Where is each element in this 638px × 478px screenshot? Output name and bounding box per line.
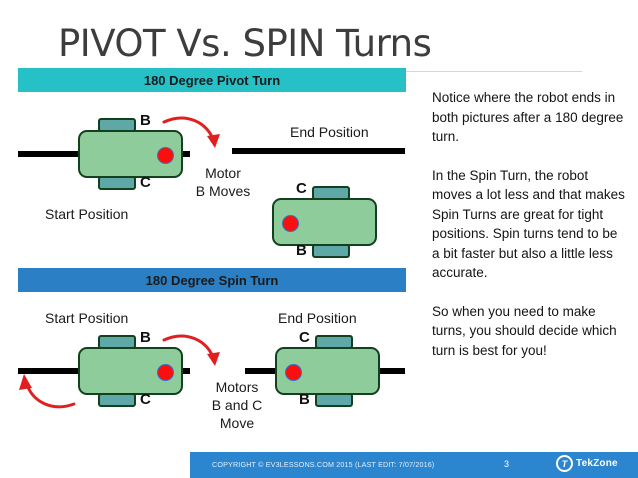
tekzone-logo-text: TekZone: [576, 458, 618, 469]
pivot-motor-note-line1: Motor: [205, 165, 241, 181]
notes-paragraph-2: In the Spin Turn, the robot moves a lot …: [432, 167, 625, 281]
spin-end-robot: C B: [275, 329, 395, 408]
spin-turn-banner: 180 Degree Spin Turn: [18, 268, 406, 292]
footer-copyright-text: COPYRIGHT © EV3LESSONS.COM 2015 (LAST ED…: [212, 460, 435, 469]
pivot-turn-banner: 180 Degree Pivot Turn: [18, 68, 406, 92]
pivot-motor-note: Motor B Moves: [168, 164, 278, 200]
spin-start-robot: B C: [78, 329, 198, 408]
spin-start-robot-body: [78, 347, 183, 395]
pivot-end-wheel-b: [312, 244, 350, 258]
spin-motor-note-line2: B and C: [211, 397, 263, 413]
spin-start-rotation-arrow-top-icon: [162, 334, 220, 366]
pivot-start-robot: B C: [78, 112, 198, 191]
pivot-end-label-b: B: [296, 242, 307, 259]
spin-end-position-label: End Position: [278, 310, 357, 326]
spin-start-label-c: C: [140, 391, 151, 408]
pivot-start-rotation-arrow-icon: [162, 116, 220, 148]
explanation-notes: Notice where the robot ends in both pict…: [432, 88, 628, 360]
pivot-start-label-c: C: [140, 174, 151, 191]
pivot-end-pivot-point: [282, 215, 299, 232]
spin-start-rotation-arrow-bottom-icon: [19, 374, 76, 409]
spin-motor-note: Motors B and C Move: [182, 378, 292, 432]
spin-start-position-label: Start Position: [45, 310, 129, 326]
pivot-start-wheel-c: [98, 176, 136, 190]
pivot-start-position-label: Start Position: [45, 206, 129, 222]
slide-footer: COPYRIGHT © EV3LESSONS.COM 2015 (LAST ED…: [190, 452, 638, 478]
pivot-end-robot: C B: [272, 180, 392, 259]
spin-motor-note-line3: Move: [219, 415, 255, 431]
pivot-end-ground-line: [232, 148, 405, 154]
tekzone-logo: T TekZone: [556, 455, 618, 472]
footer-page-number: 3: [504, 459, 510, 469]
spin-turn-banner-label: 180 Degree Spin Turn: [145, 272, 279, 288]
pivot-end-position-label: End Position: [290, 124, 369, 140]
tekzone-logo-badge-icon: T: [556, 455, 573, 472]
notes-paragraph-1: Notice where the robot ends in both pict…: [432, 90, 624, 144]
spin-start-label-b: B: [140, 329, 151, 346]
spin-start-wheel-c: [98, 393, 136, 407]
spin-end-wheel-b: [315, 393, 353, 407]
spin-end-label-c: C: [299, 329, 310, 346]
tekzone-logo-mark: T: [558, 457, 571, 470]
pivot-turn-banner-label: 180 Degree Pivot Turn: [143, 72, 281, 88]
notes-paragraph-3: So when you need to make turns, you shou…: [432, 303, 617, 358]
spin-start-pivot-point: [157, 364, 174, 381]
spin-end-label-b: B: [299, 391, 310, 408]
pivot-motor-note-line2: B Moves: [195, 183, 251, 199]
spin-end-pivot-point: [285, 364, 302, 381]
pivot-start-label-b: B: [140, 112, 151, 129]
page-title: PIVOT Vs. SPIN Turns: [58, 22, 432, 65]
spin-motor-note-line1: Motors: [215, 379, 259, 395]
pivot-end-label-c: C: [296, 180, 307, 197]
pivot-start-pivot-point: [157, 147, 174, 164]
